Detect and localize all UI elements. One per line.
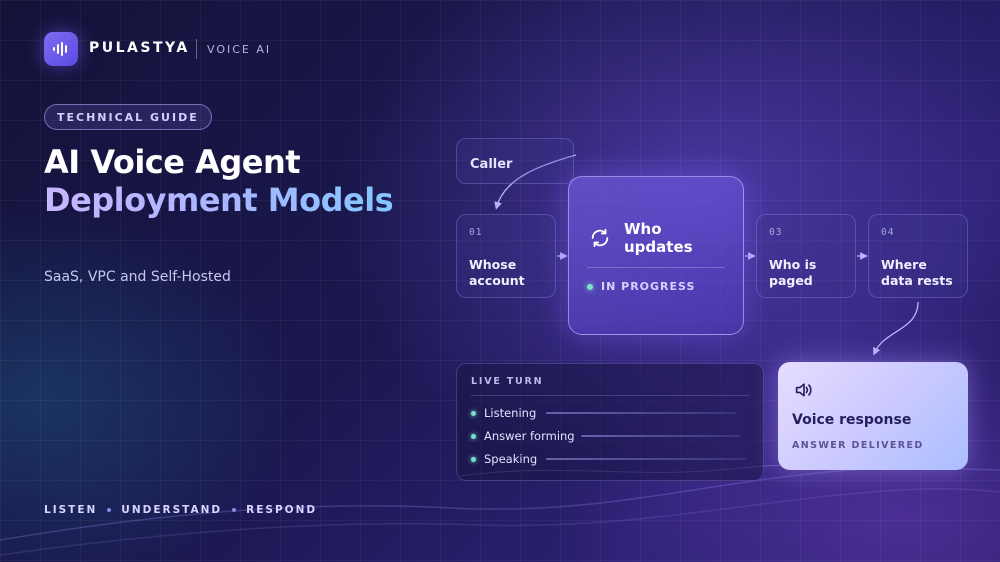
step-card-01: 01 Whose account xyxy=(456,214,556,298)
step-card-03: 03 Who is paged xyxy=(756,214,856,298)
category-pill: TECHNICAL GUIDE xyxy=(44,104,212,130)
page-title-line2: Deployment Models xyxy=(44,181,394,219)
step-card-active: Who updates IN PROGRESS xyxy=(568,176,744,335)
page-subtitle: SaaS, VPC and Self-Hosted xyxy=(44,269,231,285)
live-item-label: Answer forming xyxy=(484,429,575,443)
tagline: LISTEN UNDERSTAND RESPOND xyxy=(44,504,317,516)
activity-line xyxy=(581,435,741,437)
tagline-separator xyxy=(107,508,112,512)
status-label: IN PROGRESS xyxy=(601,280,696,293)
step-label: Who updates xyxy=(624,220,693,256)
voice-response-card: Voice response ANSWER DELIVERED xyxy=(778,362,968,470)
page-title-line1: AI Voice Agent xyxy=(44,143,301,181)
status-dot xyxy=(587,283,593,290)
caller-label: Caller xyxy=(470,157,513,172)
live-item-label: Speaking xyxy=(484,452,538,466)
tagline-separator xyxy=(232,508,237,512)
brand-name: PULASTYA xyxy=(89,40,190,56)
voice-response-title: Voice response xyxy=(792,412,912,428)
brand-divider xyxy=(196,39,197,59)
status-dot xyxy=(471,433,476,439)
brand-tag: VOICE AI xyxy=(207,43,272,56)
status-dot xyxy=(471,410,476,416)
live-turn-panel: LIVE TURN Listening Answer forming Speak… xyxy=(456,363,764,481)
step-number: 04 xyxy=(881,227,895,238)
step-label: Where data rests xyxy=(881,257,953,288)
waveform-icon xyxy=(53,42,67,56)
live-item-answer-forming: Answer forming xyxy=(471,429,575,443)
step-number: 03 xyxy=(769,227,783,238)
step-status: IN PROGRESS xyxy=(587,280,695,293)
step-label: Whose account xyxy=(469,257,525,288)
brand-logo xyxy=(44,32,78,66)
refresh-icon xyxy=(591,228,609,248)
step-card-04: 04 Where data rests xyxy=(868,214,968,298)
tagline-understand: UNDERSTAND xyxy=(121,504,223,516)
card-divider xyxy=(587,267,725,268)
tagline-listen: LISTEN xyxy=(44,504,98,516)
step-number: 01 xyxy=(469,227,483,238)
status-dot xyxy=(471,456,476,462)
live-item-speaking: Speaking xyxy=(471,452,537,466)
live-turn-header: LIVE TURN xyxy=(471,376,544,387)
voice-response-status: ANSWER DELIVERED xyxy=(792,440,924,451)
activity-line xyxy=(546,412,736,414)
live-item-label: Listening xyxy=(484,406,537,420)
caller-card: Caller xyxy=(456,138,574,184)
speaker-icon xyxy=(795,383,812,397)
live-item-listening: Listening xyxy=(471,406,536,420)
tagline-respond: RESPOND xyxy=(246,504,318,516)
activity-line xyxy=(546,458,746,460)
panel-divider xyxy=(471,395,749,396)
step-label: Who is paged xyxy=(769,257,817,288)
